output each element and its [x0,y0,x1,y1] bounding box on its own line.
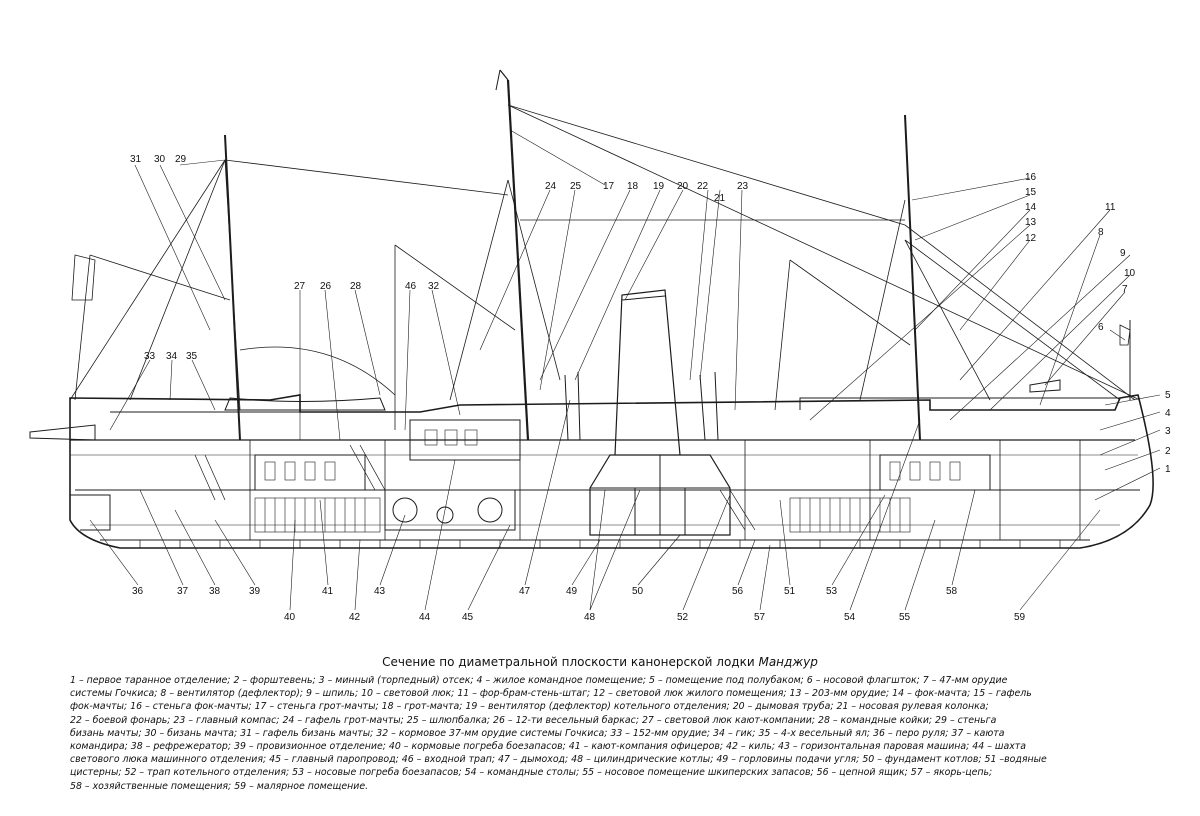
callout-20: 20 [677,181,689,192]
legend-line: командира; 38 – рефрежератор; 39 – прови… [70,741,1026,753]
callout-5: 5 [1165,390,1171,401]
callout-57: 57 [754,612,766,623]
ship-cross-section-drawing: 1 2 3 4 5 6 7 8 9 10 11 12 13 14 15 16 1… [29,69,1171,623]
callout-22: 22 [697,181,709,192]
callout-38: 38 [209,586,221,597]
callout-12: 12 [1025,233,1037,244]
callout-11: 11 [1105,202,1116,213]
callout-46: 46 [405,281,417,292]
launch [224,397,386,411]
figure-title: Сечение по диаметральной плоскости канон… [0,655,1200,669]
callout-37: 37 [177,586,189,597]
callout-51: 51 [784,586,796,597]
callout-1: 1 [1165,464,1171,475]
callout-40: 40 [284,612,296,623]
callout-56: 56 [732,586,744,597]
callout-6: 6 [1098,322,1104,333]
main-flag [499,69,509,81]
callout-55: 55 [899,612,911,623]
legend-line: 58 – хозяйственные помещения; 59 – маляр… [70,780,369,792]
legend-line: фок-мачты; 16 – стеньга фок-мачты; 17 – … [70,701,989,713]
hull-outline [69,394,1154,549]
callout-15: 15 [1025,187,1037,198]
callout-7: 7 [1122,284,1128,295]
callout-9: 9 [1120,248,1126,259]
callout-23: 23 [737,181,749,192]
callout-17: 17 [603,181,615,192]
legend-line: бизань мачты; 30 – бизань мачта; 31 – га… [70,727,1005,739]
callout-30: 30 [154,154,166,165]
engine [384,489,516,531]
callout-8: 8 [1098,227,1104,238]
callout-54: 54 [844,612,856,623]
callout-28: 28 [350,281,362,292]
fore-mast [904,114,921,441]
callout-numbers: 1 2 3 4 5 6 7 8 9 10 11 12 13 14 15 16 1… [130,154,1171,623]
legend-line: системы Гочкиса; 8 – вентилятор (дефлект… [70,688,1032,700]
ship-name: Манджур [758,655,818,669]
callout-3: 3 [1165,426,1171,437]
legend-line: 22 – боевой фонарь; 23 – главный компас;… [70,714,997,726]
callout-43: 43 [374,586,386,597]
sail-awning [239,346,396,396]
callout-27: 27 [294,281,306,292]
callout-49: 49 [566,586,578,597]
callout-48: 48 [584,612,596,623]
callout-32: 32 [428,281,440,292]
callout-53: 53 [826,586,838,597]
funnel [614,289,681,456]
legend-line: цистерны; 52 – трап котельного отделения… [70,767,993,779]
callout-59: 59 [1014,612,1026,623]
stern-gun [29,424,96,441]
magazines [254,497,911,533]
legend-line: светового люка машинного отделения; 45 –… [70,754,1047,766]
callout-29: 29 [175,154,187,165]
callout-44: 44 [419,612,431,623]
callout-13: 13 [1025,217,1037,228]
callout-24: 24 [545,181,557,192]
bow-gun [1029,379,1061,393]
callout-25: 25 [570,181,582,192]
callout-41: 41 [322,586,334,597]
callout-21: 21 [714,193,726,204]
legend-line: 1 – первое таранное отделение; 2 – форшт… [70,675,1008,686]
figure-title-text: Сечение по диаметральной плоскости канон… [382,655,759,669]
rudder [70,494,111,531]
callout-34: 34 [166,351,178,362]
callout-10: 10 [1124,268,1136,279]
callout-35: 35 [186,351,198,362]
figure-legend: 1 – первое таранное отделение; 2 – форшт… [70,674,1160,793]
callout-2: 2 [1165,446,1171,457]
callout-33: 33 [144,351,156,362]
callout-19: 19 [653,181,665,192]
callout-4: 4 [1165,408,1171,419]
callout-47: 47 [519,586,531,597]
callout-16: 16 [1025,172,1037,183]
callout-45: 45 [462,612,474,623]
callout-26: 26 [320,281,332,292]
callout-58: 58 [946,586,958,597]
callout-39: 39 [249,586,261,597]
callout-50: 50 [632,586,644,597]
main-mast [506,79,530,441]
keel-frames [139,540,1061,548]
callout-52: 52 [677,612,689,623]
callout-31: 31 [130,154,142,165]
callout-14: 14 [1025,202,1037,213]
callout-36: 36 [132,586,144,597]
callout-18: 18 [627,181,639,192]
callout-42: 42 [349,612,361,623]
